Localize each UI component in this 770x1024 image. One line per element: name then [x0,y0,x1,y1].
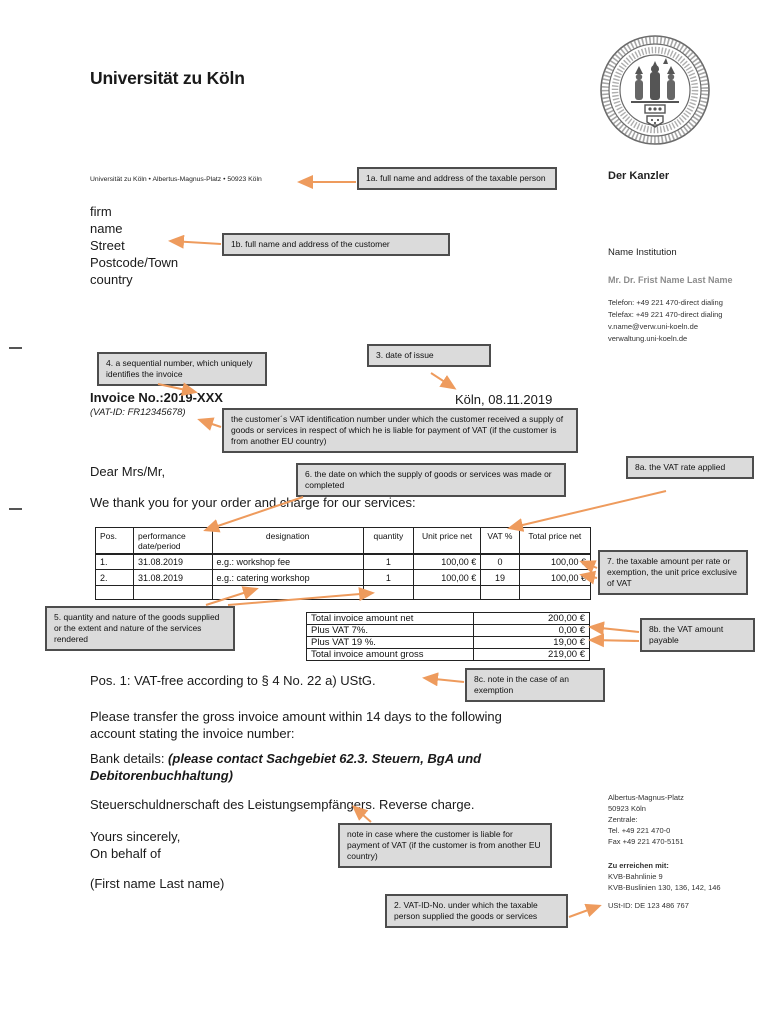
cell-designation: e.g.: catering workshop [211,569,364,586]
contact-phone: Telefon: +49 221 470-direct dialing [608,298,723,307]
fold-mark [9,508,22,510]
fold-mark [9,347,22,349]
closing: Yours sincerely, On behalf of [90,829,181,861]
recipient-country: country [90,272,133,287]
callout-4: 4. a sequential number, which uniquely i… [97,352,267,387]
sender-address-line: Universität zu Köln • Albertus-Magnus-Pl… [90,176,262,183]
reverse-charge-note: Steuerschuldnerschaft des Leistungsempfä… [90,797,475,812]
signature-placeholder: (First name Last name) [90,876,225,891]
cell-unit-price: 100,00 € [412,553,482,570]
col-header-unit-price: Unit price net [412,527,482,555]
callout-customer-vat: the customer´s VAT identification number… [222,408,578,454]
contact-person: Mr. Dr. Frist Name Last Name [608,275,733,285]
callout-3: 3. date of issue [367,344,491,368]
callout-7: 7. the taxable amount per rate or exempt… [598,550,748,596]
callout-8a: 8a. the VAT rate applied [626,456,754,480]
col-header-vat: VAT % [480,527,520,555]
totals-label: Total invoice amount net [305,612,475,625]
recipient-address: firm name Street Postcode/Town country [90,203,178,288]
totals-amount: 200,00 € [473,612,590,625]
totals-amount: 0,00 € [473,624,590,637]
col-header-performance: performance date/period [133,527,213,555]
bank-details-contact2: Debitorenbuchhaltung) [90,768,233,783]
col-header-designation: designation [211,527,364,555]
cell-quantity: 1 [362,553,414,570]
totals-row: Total invoice amount net 200,00 € [305,612,590,625]
supplier-vat-id: USt-ID: DE 123 486 767 [608,901,689,910]
callout-1b: 1b. full name and address of the custome… [222,233,450,257]
contact-fax: Telefax: +49 221 470-direct dialing [608,310,723,319]
reach-title: Zu erreichen mit: [608,861,669,870]
bank-details-contact: (please contact Sachgebiet 62.3. Steuern… [168,751,482,766]
totals-row: Plus VAT 7%. 0,00 € [305,624,590,637]
bank-details: Bank details: (please contact Sachgebiet… [90,750,481,784]
cell-quantity: 1 [362,569,414,586]
callout-reverse-charge-note: note in case where the customer is liabl… [338,823,552,869]
exemption-note: Pos. 1: VAT-free according to § 4 No. 22… [90,673,376,688]
col-header-total: Total price net [518,527,592,555]
invoice-number: Invoice No.:2019-XXX [90,390,223,405]
customer-vat-id: (VAT-ID: FR12345678) [90,407,186,418]
university-seal-icon [597,32,713,148]
callout-8b: 8b. the VAT amount payable [640,618,755,653]
callout-2: 2. VAT-ID-No. under which the taxable pe… [385,894,568,929]
totals-label: Total invoice amount gross [305,648,475,661]
recipient-postcode: Postcode/Town [90,255,179,270]
callout-1a: 1a. full name and address of the taxable… [357,167,557,191]
invoice-place-date: Köln, 08.11.2019 [455,392,553,407]
cell-date: 31.08.2019 [133,569,213,586]
transfer-paragraph: Please transfer the gross invoice amount… [90,709,502,741]
items-table: Pos. performance date/period designation… [95,527,592,600]
cell-pos: 1. [95,553,134,570]
chancellor-label: Der Kanzler [608,170,670,182]
callout-6: 6. the date on which the supply of goods… [296,463,566,498]
totals-row: Total invoice amount gross 219,00 € [305,648,590,661]
cell-designation: e.g.: workshop fee [211,553,364,570]
table-row: 2. 31.08.2019 e.g.: catering workshop 1 … [95,569,592,586]
table-row-empty [95,585,592,600]
cell-unit-price: 100,00 € [412,569,482,586]
intro-line: We thank you for your order and charge f… [90,495,416,510]
col-header-quantity: quantity [362,527,414,555]
totals-row: Plus VAT 19 %. 19,00 € [305,636,590,649]
bank-details-label: Bank details: [90,751,169,766]
cell-total: 100,00 € [518,553,592,570]
callout-5: 5. quantity and nature of the goods supp… [45,606,235,652]
footer-address: Albertus-Magnus-Platz 50923 Köln Zentral… [608,793,684,846]
contact-lines: Telefon: +49 221 470-direct dialing Tele… [608,297,723,345]
recipient-name: name [90,221,123,236]
cell-vat: 19 [480,569,520,586]
totals-label: Plus VAT 7%. [305,624,475,637]
institution-name: Name Institution [608,247,677,258]
contact-email: v.name@verw.uni-koeln.de [608,322,699,331]
col-header-pos: Pos. [95,527,134,555]
totals-amount: 219,00 € [473,648,590,661]
totals-label: Plus VAT 19 %. [305,636,475,649]
table-row: 1. 31.08.2019 e.g.: workshop fee 1 100,0… [95,553,592,570]
salutation: Dear Mrs/Mr, [90,464,166,479]
totals-amount: 19,00 € [473,636,590,649]
cell-pos: 2. [95,569,134,586]
cell-total: 100,00 € [518,569,592,586]
cell-vat: 0 [480,553,520,570]
footer-reach: Zu erreichen mit: KVB-Bahnlinie 9 KVB-Bu… [608,861,721,892]
recipient-firm: firm [90,204,112,219]
totals-table: Total invoice amount net 200,00 € Plus V… [305,612,590,661]
contact-website: verwaltung.uni-koeln.de [608,334,688,343]
cell-date: 31.08.2019 [133,553,213,570]
recipient-street: Street [90,238,125,253]
callout-8c: 8c. note in the case of an exemption [465,668,605,703]
university-title: Universität zu Köln [90,68,245,88]
